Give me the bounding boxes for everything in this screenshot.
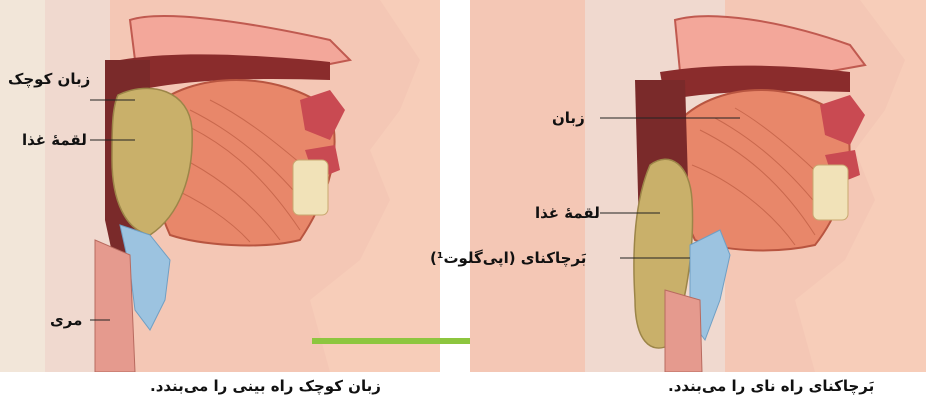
label-food-bolus-right: لقمهٔ غذا [535, 206, 600, 221]
caption-right: بَرچاکنای راه نای را می‌بندد. [668, 379, 874, 394]
jaw-bone [813, 165, 848, 220]
label-esophagus: مری [50, 313, 82, 328]
spine-area [0, 0, 45, 372]
right-diagram-panel: زبان لقمهٔ غذا بَرچاکنای (اپی‌گلوت¹) [470, 0, 926, 372]
label-food-bolus-left: لقمهٔ غذا [22, 133, 87, 148]
esophagus [95, 240, 135, 372]
label-uvula: زبان کوچک [8, 72, 90, 87]
left-diagram-panel: زبان کوچک لقمهٔ غذا مری [0, 0, 440, 372]
right-anatomy-illustration [470, 0, 926, 372]
label-epiglottis: بَرچاکنای (اپی‌گلوت¹) [430, 251, 586, 266]
caption-left: زبان کوچک راه بینی را می‌بندد. [150, 379, 381, 394]
jaw-bone [293, 160, 328, 215]
trachea [665, 290, 702, 372]
label-tongue: زبان [552, 111, 585, 126]
